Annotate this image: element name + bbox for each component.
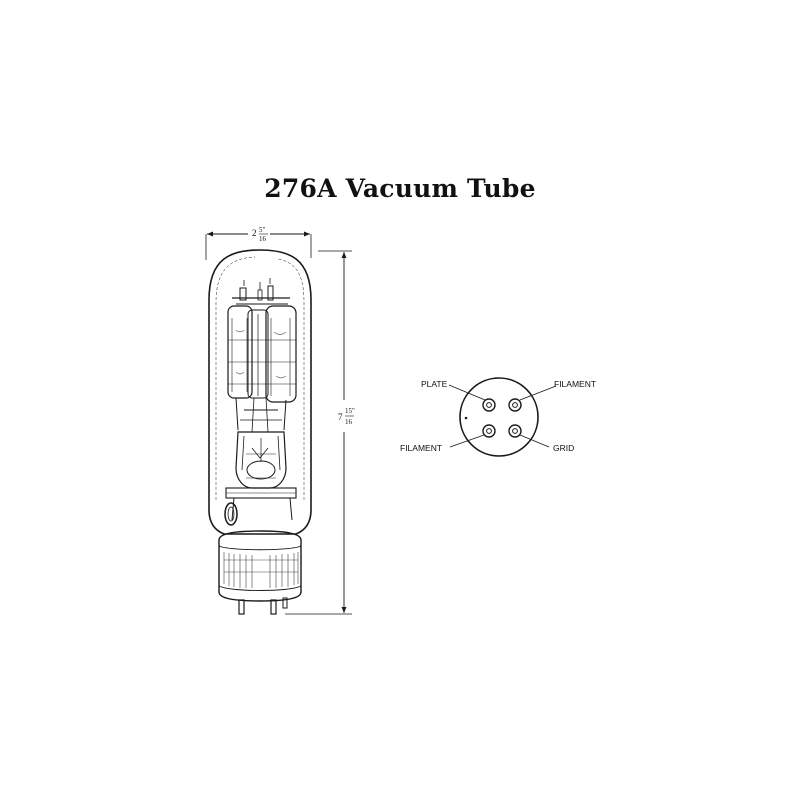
top-support [232,278,290,305]
label-plate: PLATE [421,379,448,389]
label-filament-bottom: FILAMENT [400,443,442,453]
pin-grid-icon [508,424,522,438]
label-filament-top: FILAMENT [554,379,596,389]
tube-pins [238,597,288,615]
pin-filament-top-icon [508,398,522,412]
label-grid: GRID [553,443,574,453]
getter-ring [224,502,238,526]
plate-assembly [227,305,297,403]
diagram-title: 276A Vacuum Tube [264,174,536,203]
support-rods [235,397,287,433]
key-mark [464,416,468,420]
tube-illustration [208,249,312,615]
glass-stem [235,431,287,489]
base-outline-circle [459,377,539,457]
tube-base [218,530,302,602]
pin-plate-icon [482,398,496,412]
height-whole: 7 [338,412,343,422]
height-dimension: 7 15" 16 [285,250,355,615]
height-num: 15" [345,407,355,415]
width-dimension: 2 5" 16 [205,226,312,260]
width-whole: 2 [252,228,257,238]
width-num: 5" [259,226,266,234]
width-den: 16 [259,235,267,243]
pin-filament-bottom-icon [482,424,496,438]
height-den: 16 [345,418,353,426]
bottom-collar [224,487,297,526]
pin-base-diagram: PLATE FILAMENT FILAMENT GRID [400,377,596,457]
